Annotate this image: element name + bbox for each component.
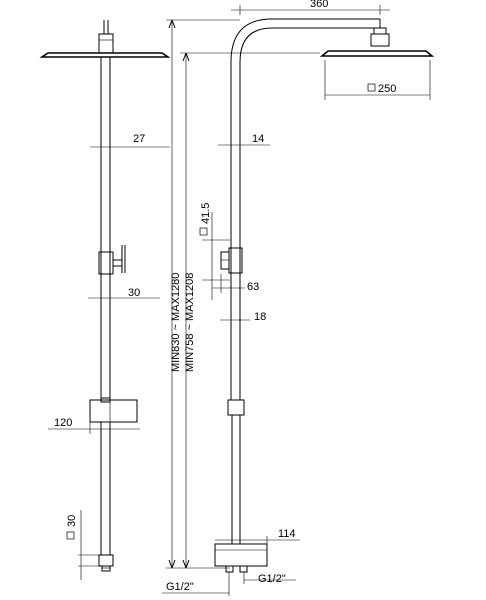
dim-top-width: 360: [310, 0, 328, 10]
dim-valve-height: 41.5: [200, 203, 212, 224]
dim-height-outer: MIN830 ~ MAX1280: [170, 273, 182, 372]
dim-mixer-width: 114: [278, 528, 296, 540]
dim-pipe-lower-front: 30: [128, 287, 140, 299]
front-shower-head: [39, 52, 171, 58]
side-view: 360 250 14 41.5 63 18: [162, 0, 435, 596]
dim-holder-width: 120: [54, 417, 72, 429]
dim-valve-depth: 63: [247, 281, 259, 293]
dim-height-inner: MIN758 ~ MAX1208: [184, 273, 196, 372]
dim-pipe-front: 27: [133, 133, 145, 145]
front-bottom-block: [98, 554, 114, 567]
dim-pipe-side: 14: [252, 133, 264, 145]
height-dimensions: MIN830 ~ MAX1280 MIN758 ~ MAX1208: [166, 19, 320, 569]
dim-inlet-left: G1/2": [166, 581, 194, 593]
side-head-connector: [373, 27, 387, 35]
front-holder: [89, 399, 138, 423]
dim-bottom-square: 30: [66, 515, 78, 527]
dim-inlet-right: G1/2": [258, 573, 286, 585]
side-shower-head: [319, 50, 435, 57]
side-mixer: [214, 543, 268, 567]
front-view: 27 30 120 30: [39, 20, 171, 580]
front-head-connector: [98, 33, 114, 54]
dim-head-size: 250: [378, 83, 396, 95]
side-holder-bracket: [227, 399, 245, 416]
side-top-arm: [230, 18, 380, 400]
dim-pipe-lower: 18: [254, 311, 266, 323]
front-diverter-valve: [98, 251, 114, 275]
